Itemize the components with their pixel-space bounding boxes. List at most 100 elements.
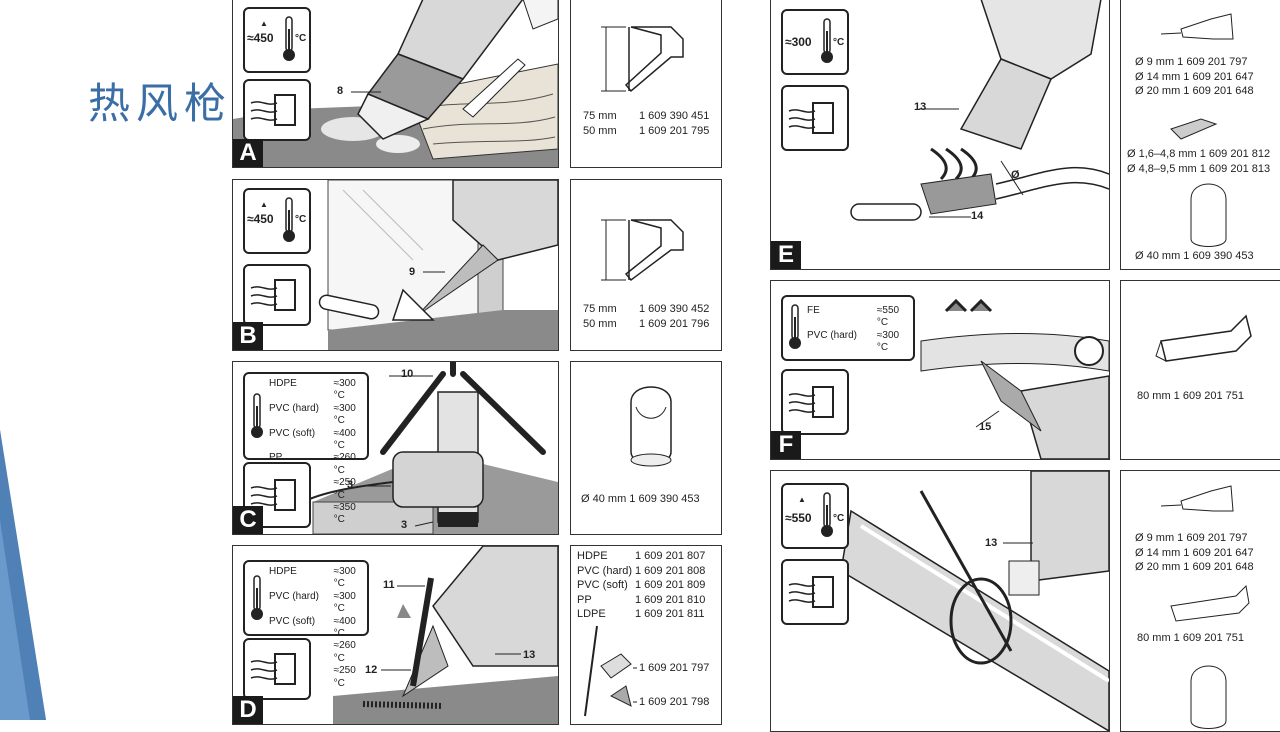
thermometer-icon: [789, 304, 801, 349]
figure-g: 13 ▲ ≈550 °C: [770, 470, 1110, 732]
triangle-icon: ▲: [260, 19, 268, 28]
figure-label: E: [771, 241, 801, 269]
material-name: PVC (hard): [269, 402, 320, 414]
material-name: HDPE: [269, 378, 297, 389]
figure-d: 11 12 13 HDPE≈300 °C PVC (hard)≈300 °C P…: [232, 545, 559, 725]
figure-d-drawing: [333, 546, 558, 724]
material-temp: ≈400 °C: [333, 427, 356, 452]
part-row: Ø 1,6–4,8 mm 1 609 201 812: [1127, 148, 1271, 160]
triangle-icon: ▲: [260, 200, 268, 209]
temperature-icon-box: ▲ ≈550 °C: [781, 483, 849, 549]
material-temp: ≈300 °C: [333, 590, 356, 615]
figure-label: F: [771, 431, 801, 459]
figure-f: 15 FE≈550 °C PVC (hard)≈300 °C F: [770, 280, 1110, 460]
heat-gun-mode-icon: [243, 638, 311, 700]
part-row: 80 mm 1 609 201 751: [1137, 390, 1245, 402]
callout-diameter: Ø: [1011, 169, 1020, 181]
material-temp: ≈300 °C: [876, 329, 900, 354]
material-temp: ≈260 °C: [333, 452, 356, 476]
figure-label: D: [233, 696, 263, 724]
part-size: 75 mm: [583, 110, 617, 122]
parts-panel-g: Ø 9 mm 1 609 201 797 Ø 14 mm 1 609 201 6…: [1120, 470, 1280, 732]
material-name: PVC (soft): [269, 615, 316, 627]
heat-gun-mode-icon: [243, 79, 311, 141]
reduction-nozzles-icon: [1160, 13, 1234, 247]
callout-11: 11: [383, 579, 395, 591]
temperature-icon-box: ▲ ≈450 °C: [243, 188, 311, 254]
part-material: PP: [577, 593, 592, 606]
part-code: 1 609 390 452: [639, 303, 710, 315]
callout-13: 13: [985, 537, 998, 549]
material-temperature-box: HDPE≈300 °C PVC (hard)≈300 °C PVC (soft)…: [243, 372, 369, 525]
callout-8: 8: [337, 85, 344, 97]
part-row: 80 mm 1 609 201 751: [1137, 632, 1245, 644]
heat-gun-mode-icon: [243, 264, 311, 326]
material-temp: ≈300 °C: [333, 566, 356, 590]
airflow-icon: [788, 576, 834, 608]
temperature-value: ≈550: [785, 511, 812, 525]
material-temp: ≈400 °C: [333, 615, 356, 640]
part-size: 50 mm: [583, 124, 617, 137]
thermometer-icon: [821, 492, 833, 537]
material-temperature-list: FE≈550 °C PVC (hard)≈300 °C: [807, 305, 913, 355]
callout-14: 14: [971, 210, 984, 222]
part-code: 1 609 201 796: [639, 317, 710, 330]
material-temp: ≈250 °C: [333, 477, 356, 501]
parts-list: Ø 1,6–4,8 mm 1 609 201 812 Ø 4,8–9,5 mm …: [1127, 147, 1270, 176]
material-name: PVC (hard): [269, 590, 320, 602]
figure-b-drawing: [318, 180, 558, 350]
thermometer-icon: [283, 197, 295, 242]
temperature-value: ≈450: [247, 212, 274, 226]
temperature-icon-box: ≈300 °C: [781, 9, 849, 75]
airflow-icon: [250, 479, 296, 511]
glass-protection-nozzle-icon: [1155, 314, 1252, 362]
figure-e: 13 14 Ø ≈300 °C E: [770, 0, 1110, 270]
parts-panel-f: 80 mm 1 609 201 751: [1120, 280, 1280, 460]
parts-panel-e: Ø 9 mm 1 609 201 797 Ø 14 mm 1 609 201 6…: [1120, 0, 1280, 270]
callout-3: 3: [401, 519, 408, 531]
part-row: Ø 14 mm 1 609 201 647: [1135, 546, 1254, 559]
material-name: FE: [807, 305, 820, 316]
part-material: LDPE: [577, 608, 606, 620]
parts-panel-c: Ø 40 mm 1 609 390 453: [570, 361, 722, 535]
parts-list: Ø 9 mm 1 609 201 797 Ø 14 mm 1 609 201 6…: [1135, 531, 1254, 575]
triangle-icon: ▲: [798, 495, 806, 504]
part-material: HDPE: [577, 550, 608, 562]
parts-list: Ø 9 mm 1 609 201 797 Ø 14 mm 1 609 201 6…: [1135, 55, 1254, 99]
figure-c-drawing: [302, 362, 558, 534]
part-size: 75 mm: [583, 303, 617, 315]
callout-10: 10: [401, 368, 414, 380]
part-code: 1 609 201 797: [639, 662, 710, 674]
figure-a-drawing: [233, 0, 558, 167]
figure-c: 10 3 3 HDPE≈300 °C PVC (hard)≈300 °C PVC…: [232, 361, 559, 535]
part-row: Ø 20 mm 1 609 201 648: [1135, 85, 1254, 97]
figure-g-drawing: [840, 471, 1109, 731]
airflow-icon: [250, 94, 296, 126]
heat-gun-mode-icon: [781, 369, 849, 435]
thermometer-icon: [251, 575, 263, 620]
part-row: Ø 9 mm 1 609 201 797: [1135, 56, 1248, 68]
part-size: 50 mm: [583, 317, 617, 330]
temperature-value: ≈300: [785, 35, 812, 49]
part-material: PVC (hard): [577, 564, 633, 577]
part-code: 1 609 201 809: [635, 579, 706, 591]
part-code: 1 609 201 810: [635, 593, 706, 606]
part-row: Ø 40 mm 1 609 390 453: [1135, 250, 1254, 262]
figure-e-drawing: [850, 0, 1109, 221]
callout-9: 9: [409, 266, 416, 278]
part-code: 1 609 390 451: [639, 110, 710, 122]
temperature-icon-box: ▲ ≈450 °C: [243, 7, 311, 73]
parts-list: 75 mm 1 609 390 452 50 mm 1 609 201 796: [583, 302, 709, 331]
thermometer-icon: [283, 16, 295, 61]
material-name: PVC (soft): [269, 427, 316, 439]
part-code: 1 609 201 808: [635, 564, 706, 577]
callout-13: 13: [914, 101, 927, 113]
part-row: Ø 20 mm 1 609 201 648: [1135, 561, 1254, 573]
figure-label: C: [233, 506, 263, 534]
temperature-unit: °C: [833, 513, 845, 524]
figure-b: 9 ▲ ≈450 °C B: [232, 179, 559, 351]
flat-nozzle-icon: [601, 26, 684, 93]
callout-3: 3: [347, 479, 354, 491]
